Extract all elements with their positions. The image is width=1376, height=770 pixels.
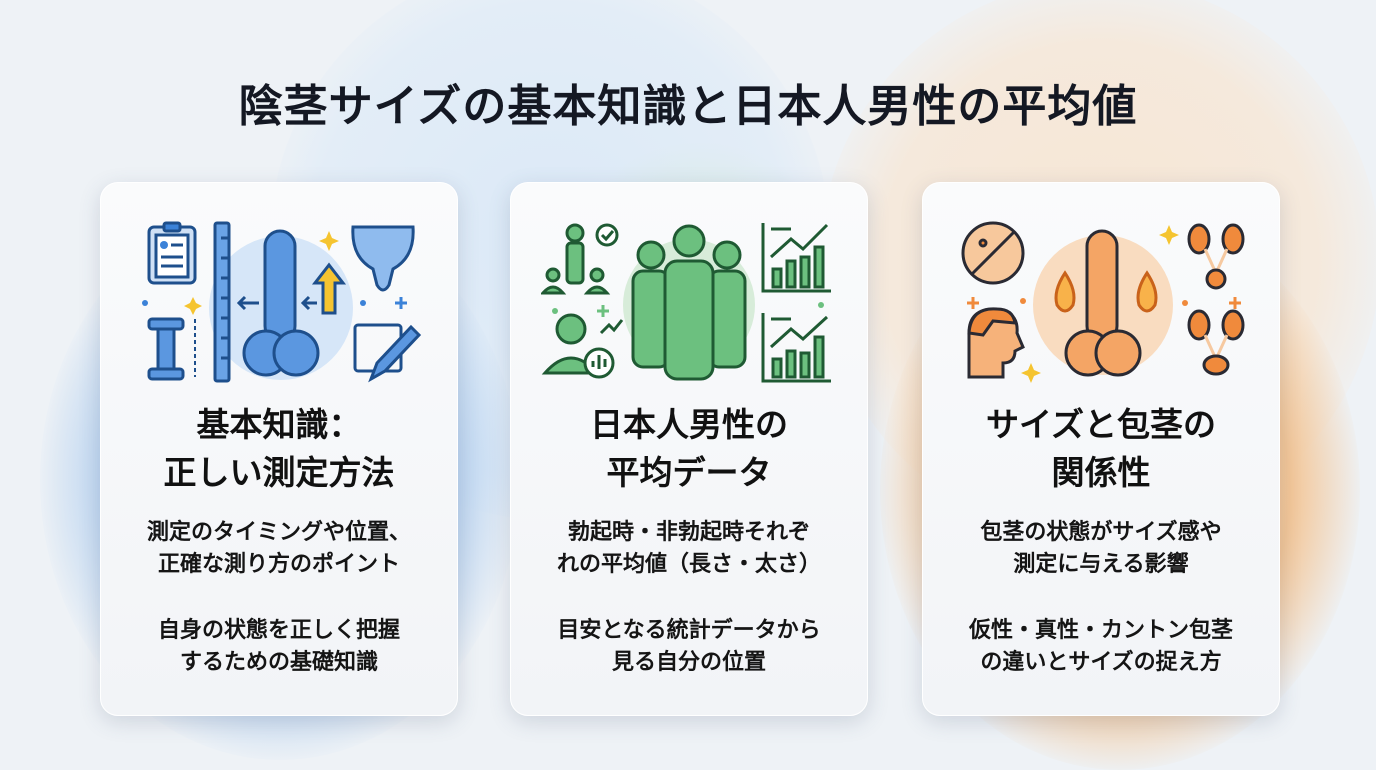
card-description: 目安となる統計データから 見る自分の位置 [557, 618, 821, 675]
card-average-data: 日本人男性の 平均データ 勃起時・非勃起時それぞ れの平均値（長さ・太さ） 目安… [510, 182, 868, 716]
statistics-icon-cluster [541, 223, 831, 383]
card-description: 測定のタイミングや位置、 正確な測り方のポイント [146, 520, 411, 577]
card-description: 勃起時・非勃起時それぞ れの平均値（長さ・太さ） [556, 520, 821, 577]
card-title: 基本知識： 正しい測定方法 [163, 405, 395, 492]
no-bacteria-icon [961, 221, 1025, 285]
sparkle-icon [319, 231, 339, 251]
male-head-icon [967, 307, 1025, 379]
user-stats-icon [541, 313, 624, 379]
up-arrow-icon [311, 262, 347, 315]
pelvis-icon [351, 225, 415, 292]
droplet-icon [1054, 270, 1076, 313]
ruler-icon [213, 221, 231, 383]
clipboard-icon [147, 221, 197, 285]
arrow-left-icon [236, 295, 317, 311]
pencil-icon [353, 323, 422, 383]
bar-chart-icon [761, 223, 831, 293]
dot-decoration [142, 300, 148, 306]
kidney-icon [1187, 309, 1245, 376]
card-description: 自身の状態を正しく把握 するための基礎知識 [157, 618, 400, 675]
dot-decoration [818, 302, 824, 308]
card-measurement: 基本知識： 正しい測定方法 測定のタイミングや位置、 正確な測り方のポイント 自… [100, 182, 458, 716]
anatomy-icon [242, 229, 320, 377]
plus-icon [395, 297, 407, 309]
measurement-icon-cluster [142, 221, 422, 383]
sparkle-icon [1159, 225, 1179, 245]
kidney-icon [1187, 223, 1245, 290]
droplet-icon [1136, 270, 1158, 313]
card-description: 包茎の状態がサイズ感や 測定に与える影響 [980, 520, 1222, 577]
dot-decoration [552, 308, 558, 314]
card-title: 日本人男性の 平均データ [590, 405, 788, 492]
dot-decoration [1020, 298, 1026, 304]
sparkle-icon [184, 297, 202, 315]
page-title: 陰茎サイズの基本知識と日本人男性の平均値 [238, 81, 1138, 132]
plus-icon [967, 297, 979, 309]
relation-icon-cluster [961, 221, 1245, 383]
dot-decoration [360, 300, 366, 306]
plus-icon [1229, 297, 1241, 309]
anatomy-icon [1064, 229, 1142, 377]
dot-decoration [1182, 300, 1188, 306]
people-group-icon [631, 224, 747, 381]
card-description: 仮性・真性・カントン包茎 の違いとサイズの捉え方 [968, 618, 1233, 675]
measure-bar-icon [147, 317, 185, 381]
card-size-relation: サイズと包茎の 関係性 包茎の状態がサイズ感や 測定に与える影響 仮性・真性・カ… [922, 182, 1280, 716]
card-title: サイズと包茎の 関係性 [985, 405, 1216, 492]
bar-chart-icon [761, 313, 831, 383]
plus-icon [597, 305, 609, 317]
sparkle-icon [1021, 363, 1041, 383]
person-check-icon [541, 223, 619, 295]
